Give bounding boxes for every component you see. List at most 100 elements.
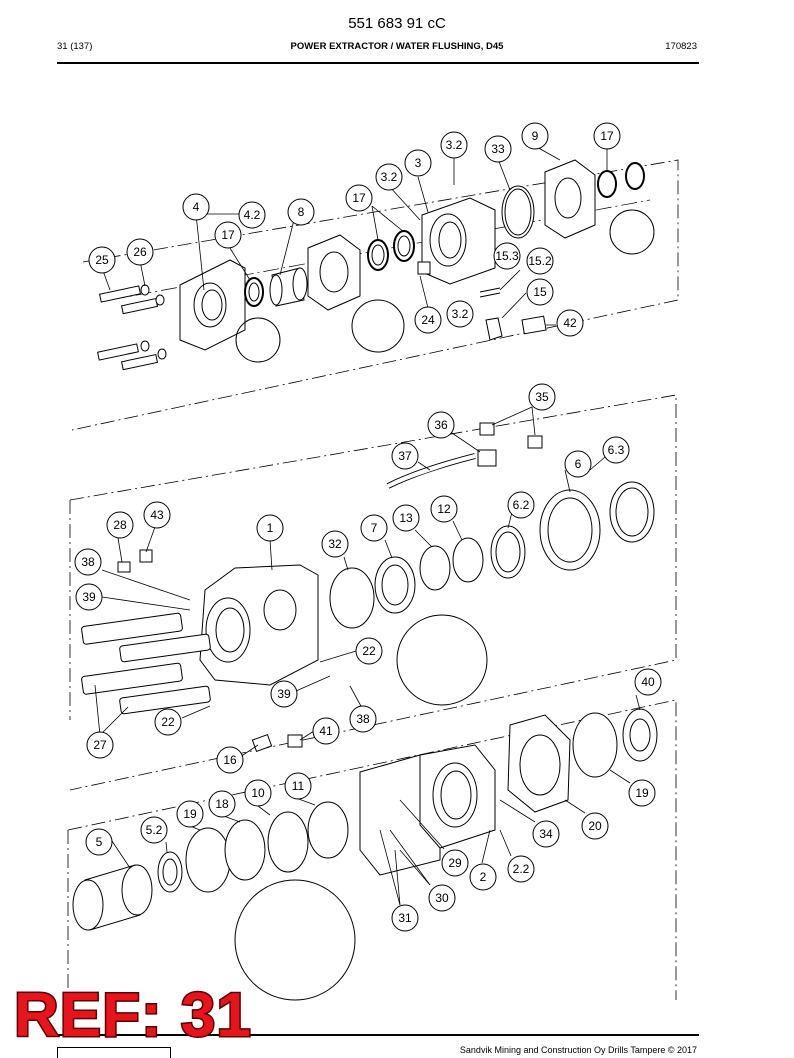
callout-2: 2 [469,863,497,891]
callout-label: 18 [215,797,229,811]
callout-label: 17 [352,191,366,205]
callout-circle [270,680,298,708]
callout-circle [256,514,284,542]
top-assembly [97,159,645,371]
callout-label: 6 [575,457,582,471]
callout-circle [528,383,556,411]
callout-label: 31 [398,911,412,925]
callout-circle [532,820,560,848]
callout-17: 17 [214,221,242,249]
callout-circle [154,708,182,736]
callout-circle [74,548,102,576]
callout-label: 15 [533,285,547,299]
callout-label: 36 [434,418,448,432]
callout-circle [176,800,204,828]
callout-7: 7 [360,514,388,542]
callout-label: 22 [161,715,175,729]
callout-18: 18 [208,790,236,818]
callout-27: 27 [86,731,114,759]
footer-copyright: Sandvik Mining and Construction Oy Drill… [459,1045,697,1055]
callout-circle [182,193,210,221]
ref-watermark: REF: 31 [13,981,253,1050]
leader-lines [94,145,641,906]
callout-6: 6 [564,450,592,478]
callout-circle [507,491,535,519]
callout-label: 19 [635,786,649,800]
callout-circle [360,514,388,542]
callout-circle [484,135,512,163]
callout-30: 30 [428,884,456,912]
callout-circle [345,184,373,212]
callout-circle [106,511,134,539]
callout-35: 35 [528,383,556,411]
callout-label: 42 [563,316,577,330]
callout-label: 1 [267,521,274,535]
callout-circle [414,306,442,334]
callout-3: 3 [404,149,432,177]
callout-label: 24 [421,313,435,327]
detail-views [234,209,655,1001]
callout-10: 10 [244,779,272,807]
callout-4-2: 4.2 [238,201,266,229]
callout-label: 25 [95,253,109,267]
callout-34: 34 [532,820,560,848]
callout-circle [521,122,549,150]
callout-circle [526,278,554,306]
revision-date: 170823 [665,41,697,52]
callout-label: 32 [328,537,342,551]
callout-circle [126,238,154,266]
callout-circle [238,201,266,229]
callout-label: 17 [600,129,614,143]
callout-circle [375,163,403,191]
callout-circle [446,300,474,328]
callout-36: 36 [427,411,455,439]
callout-label: 10 [251,786,265,800]
callout-circle [140,816,168,844]
callout-circle [526,247,554,275]
callout-label: 8 [298,205,305,219]
callout-circle [216,746,244,774]
callout-label: 15.3 [495,249,519,263]
callout-label: 28 [113,518,127,532]
callout-circle [581,812,609,840]
callout-label: 26 [133,245,147,259]
callout-circle [469,863,497,891]
callout-circle [628,779,656,807]
callout-circle [355,637,383,665]
callout-circle [321,530,349,558]
callout-11: 11 [284,772,312,800]
callout-label: 3.2 [446,138,463,152]
header-rule [57,62,699,64]
callout-1: 1 [256,514,284,542]
callout-2-2: 2.2 [507,855,535,883]
callout-19: 19 [628,779,656,807]
callout-15-2: 15.2 [526,247,554,275]
document-number: 551 683 91 cC [348,15,446,32]
callout-circle [349,705,377,733]
callout-8: 8 [287,198,315,226]
callout-label: 19 [183,807,197,821]
callout-3-2: 3.2 [440,131,468,159]
callout-39: 39 [270,680,298,708]
callout-label: 30 [435,891,449,905]
callout-circle [634,668,662,696]
callout-circle [88,246,116,274]
callout-circle [392,504,420,532]
callout-38: 38 [349,705,377,733]
callout-label: 2 [480,870,487,884]
page-number: 31 (137) [57,41,93,52]
callout-15-3: 15.3 [493,242,521,270]
callout-label: 2.2 [513,862,530,876]
callout-20: 20 [581,812,609,840]
callout-label: 11 [292,779,305,793]
callout-circle [86,731,114,759]
callout-label: 27 [93,738,107,752]
callout-label: 17 [221,228,235,242]
footer-rule [57,1034,699,1036]
callout-4: 4 [182,193,210,221]
callout-circle [284,772,312,800]
callout-label: 34 [539,827,553,841]
callout-label: 6.3 [608,443,625,457]
callout-5-2: 5.2 [140,816,168,844]
